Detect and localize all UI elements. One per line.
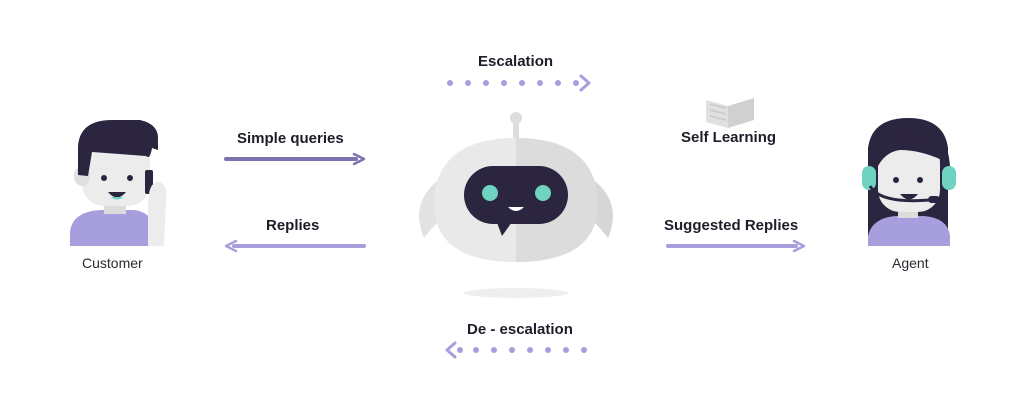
replies-label: Replies <box>266 217 320 234</box>
customer-figure <box>70 120 167 246</box>
robot-figure <box>419 112 613 298</box>
customer-hair <box>78 120 158 176</box>
customer-label: Customer <box>82 255 143 271</box>
agent-head <box>878 140 940 212</box>
suggested-replies-arrow <box>666 239 806 253</box>
simple-queries-label: Simple queries <box>237 130 344 147</box>
robot-face-screen <box>464 166 568 224</box>
escalation-arrow <box>447 74 591 92</box>
self-learning-label: Self Learning <box>681 129 777 146</box>
simple-queries-arrow <box>224 152 366 166</box>
agent-torso <box>868 216 950 246</box>
de-escalation-label: De - escalation <box>467 321 573 338</box>
robot-shadow <box>464 288 568 298</box>
de-escalation-arrow <box>445 341 587 359</box>
agent-label: Agent <box>892 255 929 271</box>
agent-figure <box>862 118 956 246</box>
book-icon <box>706 98 754 128</box>
customer-torso <box>70 210 158 246</box>
headset-icon <box>867 119 951 179</box>
robot-eye-right <box>535 185 551 201</box>
suggested-replies-label: Suggested Replies <box>664 217 799 234</box>
escalation-label: Escalation <box>478 53 554 70</box>
customer-hand <box>148 181 167 246</box>
replies-arrow <box>224 239 366 253</box>
robot-eye-left <box>482 185 498 201</box>
